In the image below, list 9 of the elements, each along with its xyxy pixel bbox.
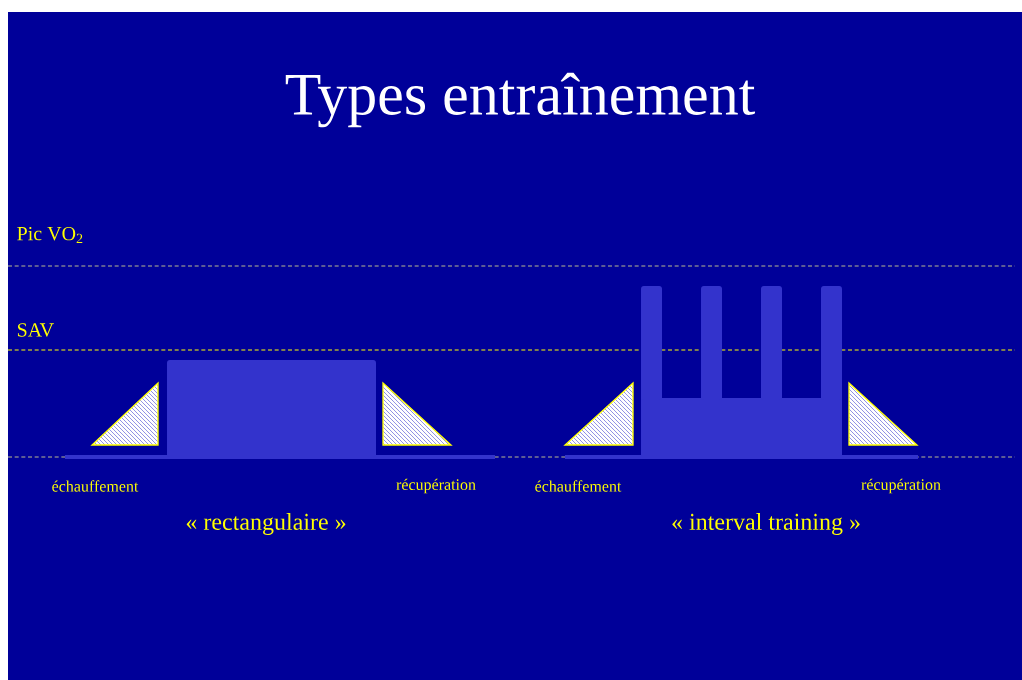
phase-label: récupération [861,478,941,494]
level-label: SAV [17,323,54,337]
slide-title: Types entraînement [285,72,755,128]
phase-label: échauffement [535,480,622,492]
type-caption: « interval training » [672,513,860,535]
phase-label: échauffement [52,480,139,492]
level-label: Pic VO$_{2}$ [17,226,83,244]
type-caption: « rectangulaire » [186,513,346,535]
phase-label: récupération [396,478,476,494]
